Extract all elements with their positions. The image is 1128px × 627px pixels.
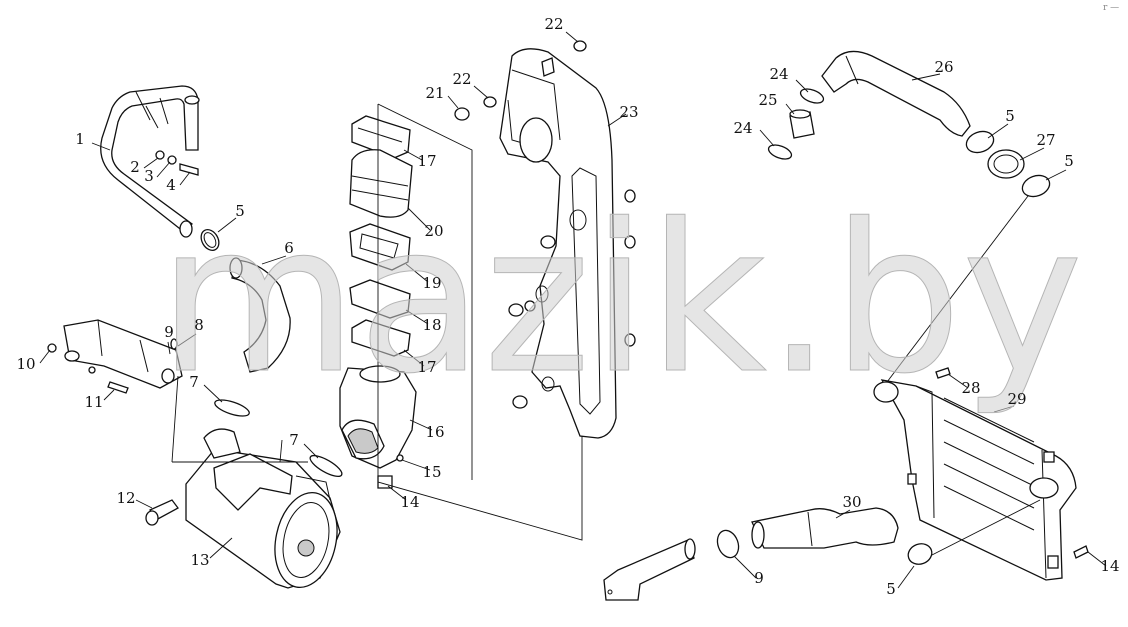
callout-19: 19 (422, 274, 441, 292)
callout-20: 20 (424, 222, 443, 240)
leader-line-top-right (883, 195, 1029, 387)
elbow-pipe (603, 538, 696, 601)
callout-1: 1 (75, 130, 85, 148)
callout-22: 22 (452, 70, 471, 88)
air-filter-housing-13 (185, 428, 341, 589)
bolt-assembly-2-3-4 (155, 150, 199, 176)
hose-part-26 (821, 50, 971, 137)
hose-clamp-24a (799, 88, 825, 104)
callout-25: 25 (758, 91, 777, 109)
callout-21: 21 (425, 84, 444, 102)
callout-26: 26 (934, 58, 953, 76)
pipe-part-1 (100, 85, 200, 238)
bracket-nuts (454, 40, 636, 409)
callout-3: 3 (144, 167, 154, 185)
callout-11: 11 (84, 393, 103, 411)
callout-29: 29 (1007, 390, 1026, 408)
callout-12: 12 (116, 489, 135, 507)
callout-15: 15 (422, 463, 441, 481)
o-ring-7a (214, 399, 250, 417)
hose-clamp-9 (716, 529, 740, 559)
callout-2: 2 (130, 158, 140, 176)
hose-clamp-24b (767, 144, 793, 160)
bolt-28 (935, 367, 951, 379)
sleeve-27 (987, 149, 1025, 179)
hose-clamp-5b (965, 130, 995, 154)
callout-24: 24 (733, 119, 752, 137)
callout-9: 9 (164, 323, 174, 341)
callout-9: 9 (754, 569, 764, 587)
callout-13: 13 (190, 551, 209, 569)
mounting-bracket-23 (499, 48, 617, 439)
callout-27: 27 (1036, 131, 1055, 149)
callout-18: 18 (422, 316, 441, 334)
callout-7: 7 (289, 431, 299, 449)
callout-28: 28 (961, 379, 980, 397)
callout-17: 17 (417, 358, 436, 376)
callout-5: 5 (1064, 152, 1074, 170)
watermark: mazik.by (158, 181, 1083, 419)
callout-10: 10 (16, 355, 35, 373)
sensor-part-12 (145, 499, 179, 526)
callout-14: 14 (1100, 557, 1119, 575)
intercooler-29 (873, 379, 1077, 581)
nut-15 (396, 454, 404, 462)
callout-14: 14 (400, 493, 419, 511)
callout-5: 5 (235, 202, 245, 220)
callout-5: 5 (1005, 107, 1015, 125)
connector-25 (789, 109, 815, 139)
callout-6: 6 (284, 239, 294, 257)
callout-8: 8 (194, 316, 204, 334)
callout-4: 4 (166, 176, 176, 194)
callout-30: 30 (842, 493, 861, 511)
bolt-14a (377, 475, 393, 489)
hose-clamp-5a (200, 229, 220, 251)
callout-16: 16 (425, 423, 444, 441)
bolt-14b (1073, 545, 1089, 559)
callout-7: 7 (189, 373, 199, 391)
callout-5: 5 (886, 580, 896, 598)
hose-part-30 (751, 507, 899, 549)
hose-part-6 (229, 257, 291, 373)
corner-mark: r — (1103, 3, 1119, 13)
callout-23: 23 (619, 103, 638, 121)
leader-lines (39, 31, 1107, 589)
hose-clamp-5c (1021, 174, 1051, 198)
callout-24: 24 (769, 65, 788, 83)
callout-22: 22 (544, 15, 563, 33)
leader-line-cooler (929, 499, 1041, 557)
hose-clamp-5d (907, 543, 933, 565)
o-ring-7b (309, 454, 343, 478)
callout-17: 17 (417, 152, 436, 170)
